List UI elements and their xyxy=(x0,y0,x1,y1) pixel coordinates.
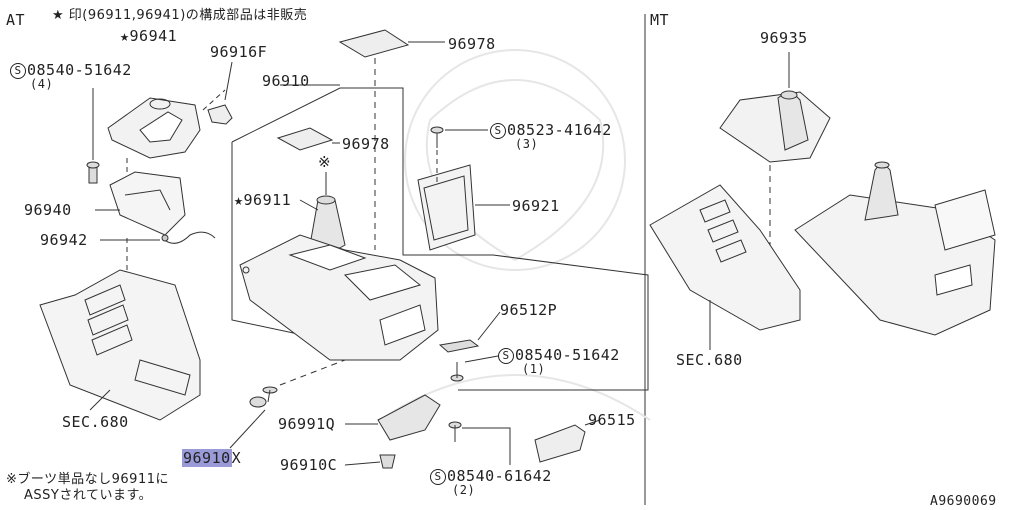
label-sec680-left[interactable]: SEC.680 xyxy=(62,413,129,431)
console-body-at[interactable] xyxy=(239,234,439,361)
note-non-sale: ★ 印(96911,96941)の構成部品は非販売 xyxy=(52,8,308,23)
label-96512p[interactable]: 96512P xyxy=(500,301,558,319)
screw-s4-code: 08540-61642 xyxy=(447,467,552,485)
label-96978-mid[interactable]: 96978 xyxy=(342,135,390,153)
shift-cover-96941[interactable] xyxy=(107,97,201,159)
screw-s1-qty: (4) xyxy=(30,77,54,91)
kome-mark: ※ xyxy=(318,153,332,171)
label-96941[interactable]: ★96941 xyxy=(120,27,178,45)
at-section-label: AT xyxy=(6,11,26,29)
highlighted-part-number: 96910 xyxy=(182,449,232,467)
console-body-mt[interactable] xyxy=(794,161,996,336)
cable-96942[interactable] xyxy=(161,231,216,244)
label-96921[interactable]: 96921 xyxy=(512,197,560,215)
label-96940[interactable]: 96940 xyxy=(24,201,72,219)
screw-s3-qty: (1) xyxy=(522,362,546,376)
cover-96515[interactable] xyxy=(534,424,586,463)
label-96910[interactable]: 96910 xyxy=(262,72,310,90)
bracket-96991q[interactable] xyxy=(377,394,441,441)
mt-section-label: MT xyxy=(650,11,670,29)
s-symbol-icon: S xyxy=(430,469,446,485)
clip-96512p[interactable] xyxy=(438,339,480,353)
label-96910x[interactable]: 96910X xyxy=(182,449,242,467)
screw-s2-qty: (3) xyxy=(515,137,539,151)
screw-08540-51642-4[interactable] xyxy=(86,161,100,184)
console-sec680-right xyxy=(649,184,801,331)
shift-boot-96935[interactable] xyxy=(719,90,831,163)
label-96991q[interactable]: 96991Q xyxy=(278,415,336,433)
diagram-id: A9690069 xyxy=(930,494,997,509)
screw-08540-51642-1[interactable] xyxy=(450,362,464,382)
clip-96910c[interactable] xyxy=(379,454,396,469)
footnote-line2: ASSYされています。 xyxy=(24,488,153,503)
watermark xyxy=(379,49,651,421)
label-96935[interactable]: 96935 xyxy=(760,29,808,47)
armrest-lid-96921[interactable] xyxy=(417,164,476,251)
boot-96911[interactable] xyxy=(309,195,346,251)
s-symbol-icon: S xyxy=(10,63,26,79)
label-96942[interactable]: 96942 xyxy=(40,231,88,249)
lid-96978-mid[interactable] xyxy=(276,127,334,151)
label-96515[interactable]: 96515 xyxy=(588,411,636,429)
part-suffix: X xyxy=(231,449,242,467)
bracket-96940[interactable] xyxy=(109,171,186,236)
screw-96910x[interactable] xyxy=(249,386,278,408)
screw-s2-code: 08523-41642 xyxy=(507,121,612,139)
lid-96978-top[interactable] xyxy=(338,29,410,58)
screw-08523-41642-3[interactable] xyxy=(430,126,444,148)
screw-s1-code: 08540-51642 xyxy=(27,61,132,79)
screw-s3-code: 08540-51642 xyxy=(515,346,620,364)
label-96916f[interactable]: 96916F xyxy=(210,43,268,61)
screw-s4-qty: (2) xyxy=(452,483,476,497)
screw-08540-61642-2[interactable] xyxy=(448,421,462,442)
console-sec680-left xyxy=(39,269,201,421)
label-sec680-right[interactable]: SEC.680 xyxy=(676,351,743,369)
s-symbol-icon: S xyxy=(490,123,506,139)
label-96910c[interactable]: 96910C xyxy=(280,456,338,474)
part-96916f[interactable] xyxy=(207,104,233,125)
label-96978-top[interactable]: 96978 xyxy=(448,35,496,53)
footnote-line1: ※ブーツ単品なし96911に xyxy=(6,472,169,487)
label-96911[interactable]: ★96911 xyxy=(234,191,292,209)
s-symbol-icon: S xyxy=(498,348,514,364)
